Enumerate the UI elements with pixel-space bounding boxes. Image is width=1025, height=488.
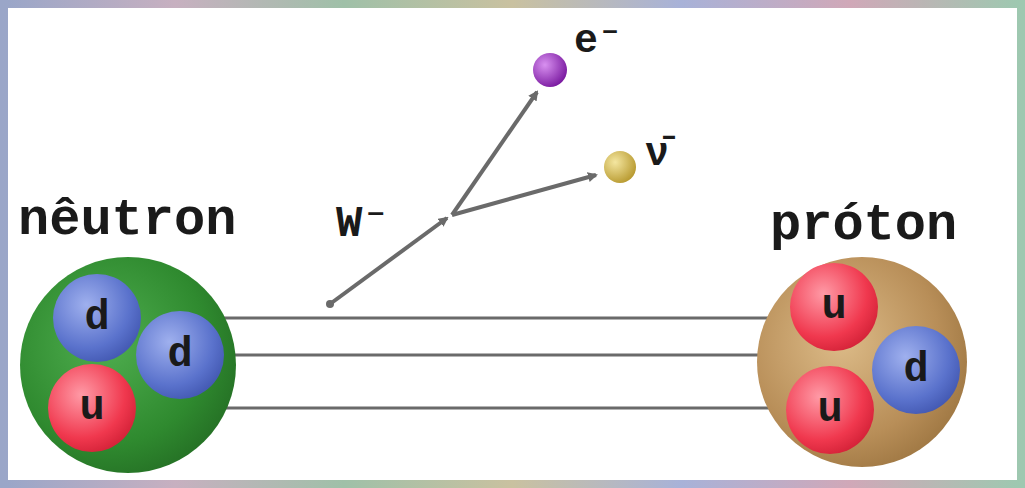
quark-letter: u xyxy=(79,387,104,429)
hadron-name: próton xyxy=(770,200,957,252)
quark: u xyxy=(790,263,878,351)
quark: u xyxy=(48,364,136,452)
antineutrino-ball xyxy=(604,151,636,183)
quark-letter: u xyxy=(821,286,846,328)
quark-line xyxy=(141,317,790,320)
quark-line xyxy=(136,407,786,410)
antineutrino-arrow xyxy=(452,175,596,215)
quark: d xyxy=(136,311,224,399)
quark: u xyxy=(786,366,874,454)
particle-label: e⁻ xyxy=(574,22,622,62)
hadron: próton u d u xyxy=(755,200,980,480)
quark: d xyxy=(53,274,141,362)
quark-letter: u xyxy=(817,389,842,431)
hadron-name: nêutron xyxy=(18,195,236,247)
quark-letter: d xyxy=(84,297,109,339)
particle-label: ν̄ xyxy=(645,135,669,175)
particle-label: W⁻ xyxy=(336,202,389,246)
hadron: nêutron d d u xyxy=(18,195,263,480)
quark-letter: d xyxy=(903,349,928,391)
quark-letter: d xyxy=(167,334,192,376)
electron-ball xyxy=(533,53,567,87)
quark: d xyxy=(872,326,960,414)
